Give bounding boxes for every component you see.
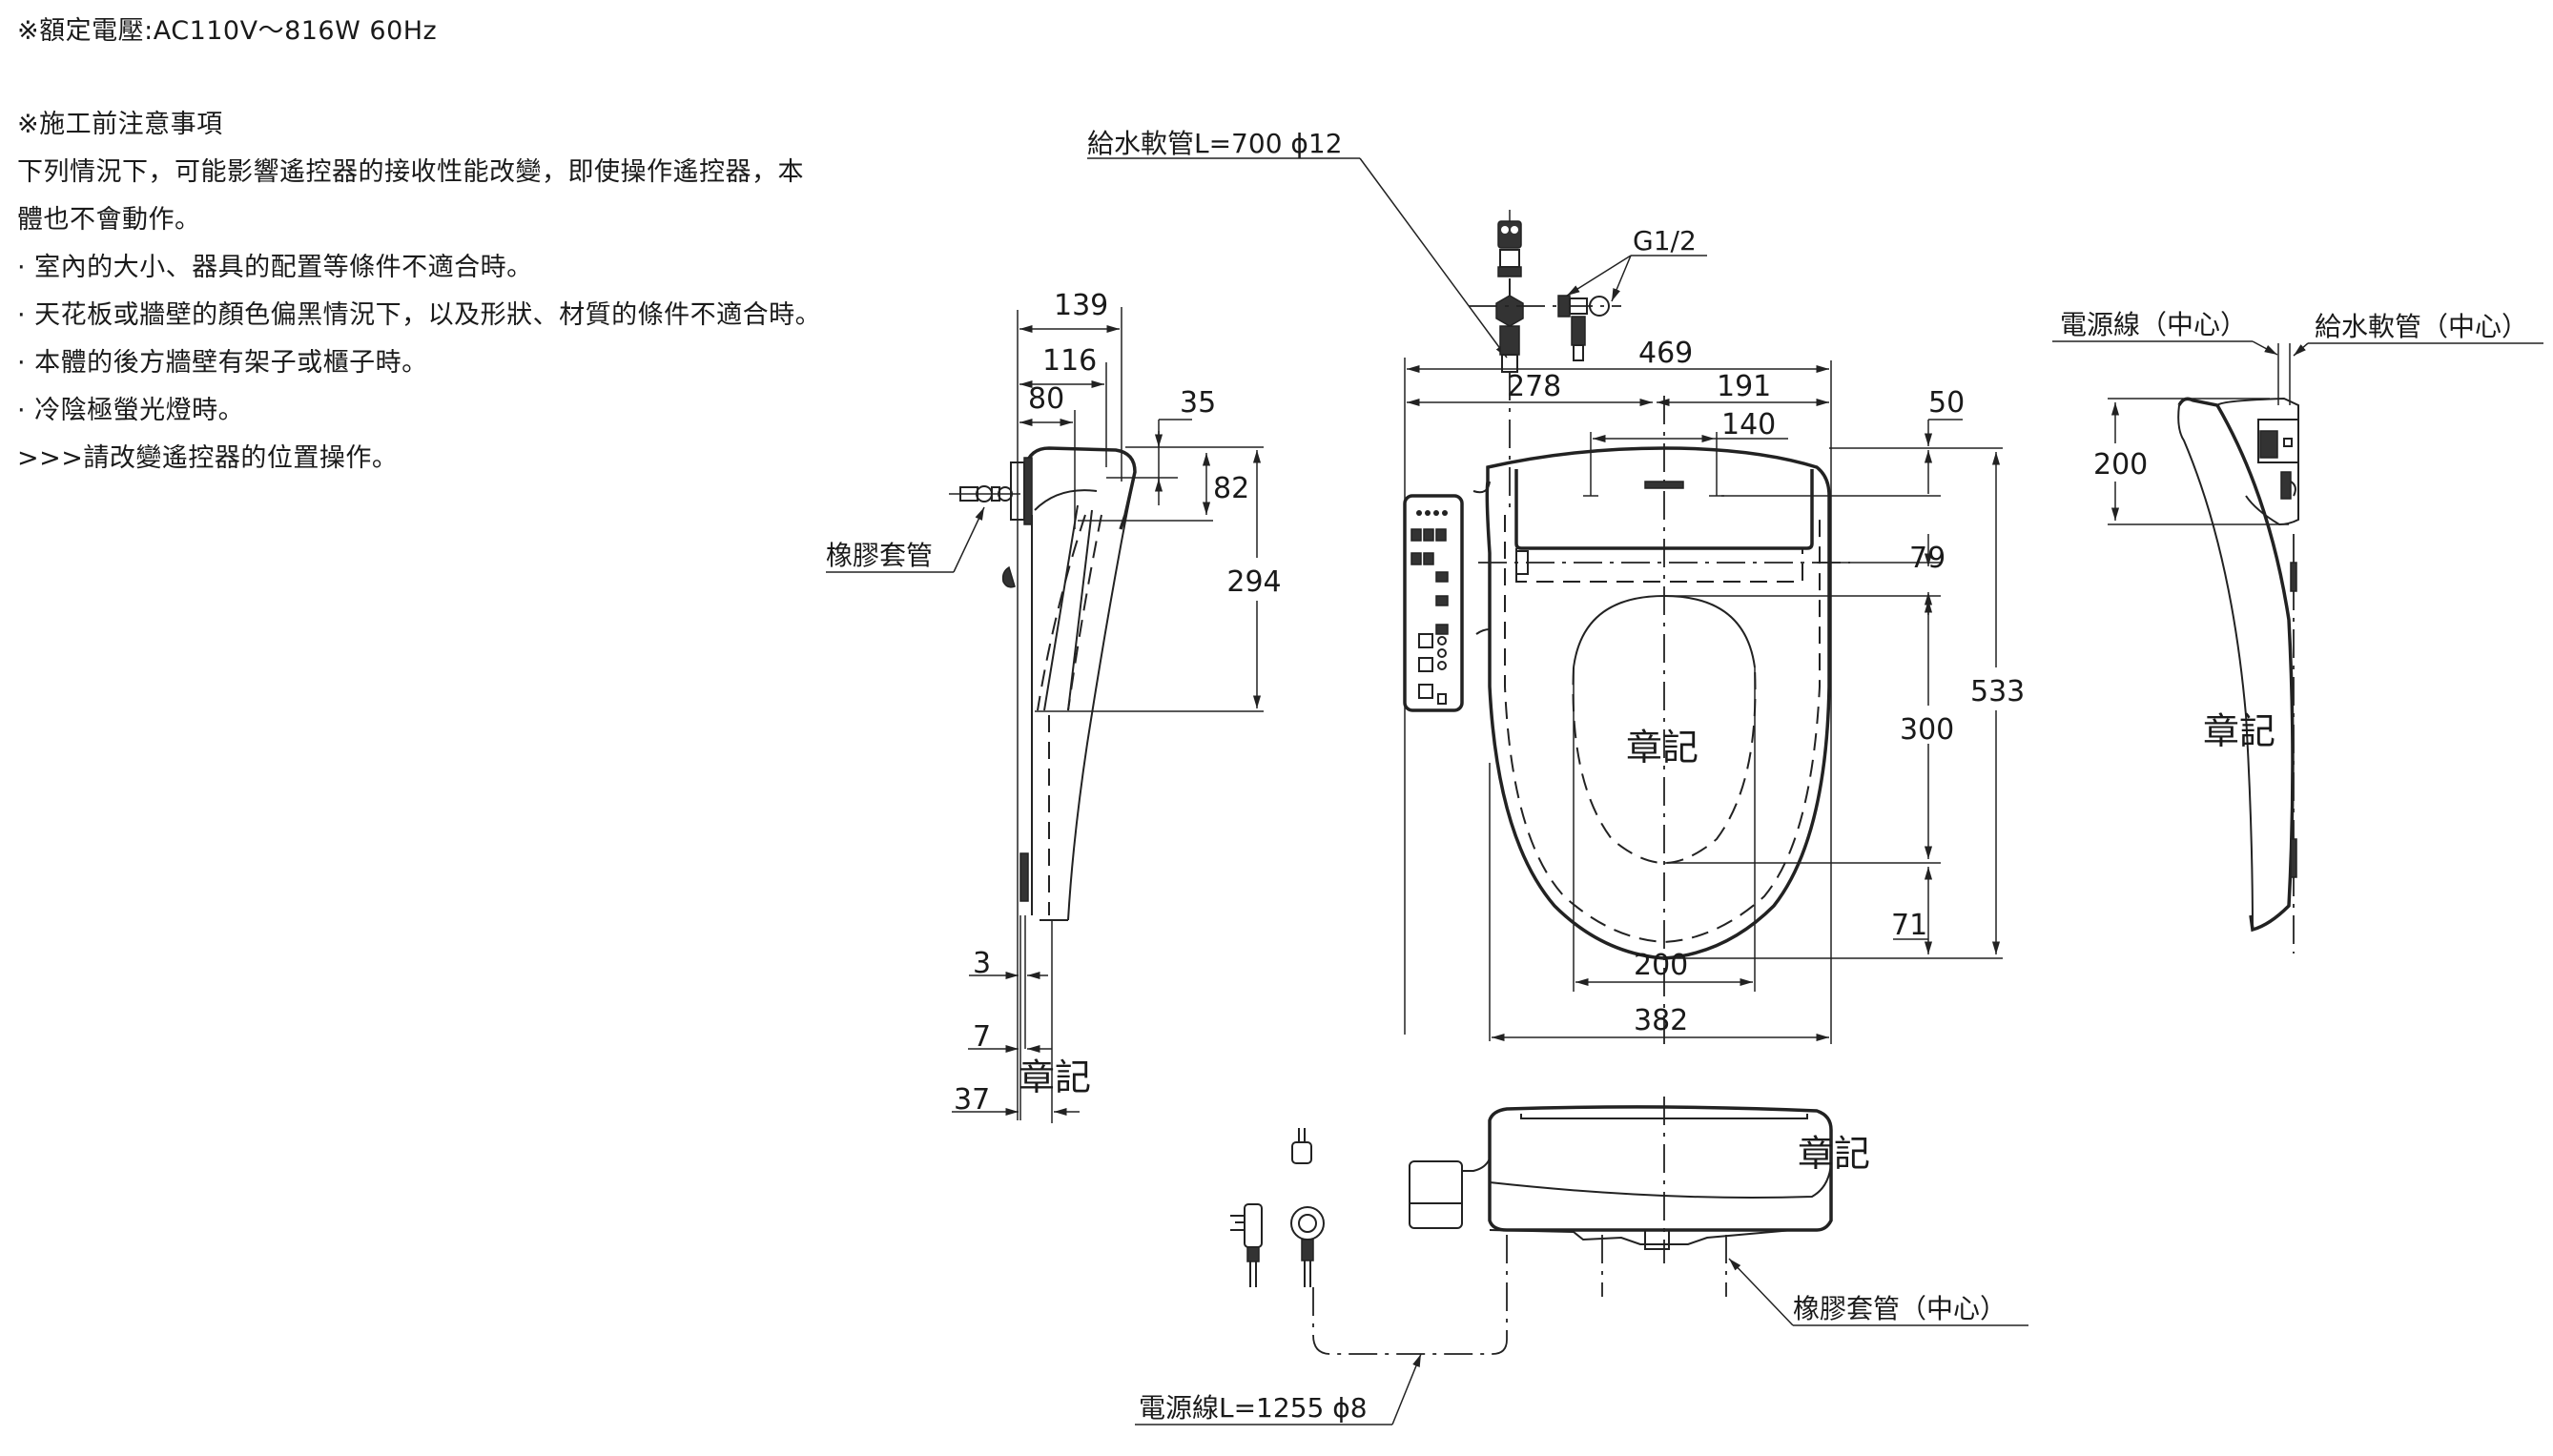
precautions-intro-line1: 下列情況下，可能影響遙控器的接收性能改變，即使操作遙控器，本 — [17, 157, 804, 187]
stamp-mark: 章記 — [1626, 727, 1699, 769]
dim-71: 71 — [1891, 909, 1927, 942]
thread-size-label: G1/2 — [1633, 225, 1697, 256]
front-view: 章記 橡膠套管（中心） 電源線L=1255 ϕ8 — [1135, 1097, 2028, 1425]
rated-voltage-text: ※額定電壓:AC110V～816W 60Hz — [17, 16, 438, 46]
dim-7: 7 — [973, 1020, 991, 1054]
stamp-mark: 章記 — [1019, 1056, 1091, 1098]
precaution-item: · 天花板或牆壁的顏色偏黑情況下，以及形狀、材質的條件不適合時。 — [17, 300, 822, 330]
right-side-view: 電源線（中心） 給水軟管（中心） 200 章記 — [2052, 309, 2543, 954]
supply-valve-fitting-icon — [1469, 210, 1621, 373]
power-cord-label: 電源線L=1255 ϕ8 — [1139, 1392, 1368, 1424]
dim-200: 200 — [1634, 949, 1688, 982]
rubber-sleeve-fitting-icon — [949, 485, 1020, 502]
precaution-item: · 室內的大小、器具的配置等條件不適合時。 — [17, 253, 533, 282]
dim-278: 278 — [1507, 370, 1561, 403]
dim-469: 469 — [1638, 337, 1693, 370]
top-view: 給水軟管L=700 ϕ12 G1/2 — [1087, 128, 2025, 1044]
precaution-item: · 冷陰極螢光燈時。 — [17, 396, 245, 425]
dim-294: 294 — [1226, 565, 1281, 599]
dim-80: 80 — [1028, 382, 1064, 416]
dim-533: 533 — [1970, 675, 2025, 708]
dim-191: 191 — [1717, 370, 1771, 403]
left-side-view: 139 116 80 35 82 294 — [826, 289, 1282, 1123]
dim-300: 300 — [1900, 713, 1954, 747]
dim-37: 37 — [954, 1083, 990, 1117]
rubber-sleeve-center-label: 橡膠套管（中心） — [1793, 1293, 2007, 1324]
dim-382: 382 — [1634, 1004, 1688, 1037]
remote-control-icon — [1403, 481, 1491, 712]
supply-hose-center-label: 給水軟管（中心） — [2315, 311, 2528, 342]
dim-200-right: 200 — [2093, 448, 2148, 482]
dim-35: 35 — [1180, 386, 1216, 420]
dim-79: 79 — [1909, 542, 1946, 575]
supply-hose-label: 給水軟管L=700 ϕ12 — [1087, 128, 1343, 159]
rubber-sleeve-label: 橡膠套管 — [826, 540, 933, 571]
stamp-mark: 章記 — [1798, 1133, 1870, 1175]
dim-82: 82 — [1213, 472, 1249, 505]
dim-139: 139 — [1054, 289, 1108, 322]
dim-140: 140 — [1721, 408, 1776, 441]
stamp-mark: 章記 — [2203, 710, 2275, 752]
power-cord-center-label: 電源線（中心） — [2060, 309, 2247, 340]
precaution-action: >>>請改變遙控器的位置操作。 — [17, 443, 399, 473]
precaution-item: · 本體的後方牆壁有架子或櫃子時。 — [17, 348, 428, 378]
power-plug-icon — [1230, 1128, 1325, 1287]
precautions-title: ※施工前注意事項 — [17, 110, 223, 139]
dim-50: 50 — [1928, 386, 1965, 420]
dim-116: 116 — [1042, 344, 1097, 378]
precautions-intro-line2: 體也不會動作。 — [17, 205, 201, 235]
dim-3: 3 — [973, 947, 991, 980]
